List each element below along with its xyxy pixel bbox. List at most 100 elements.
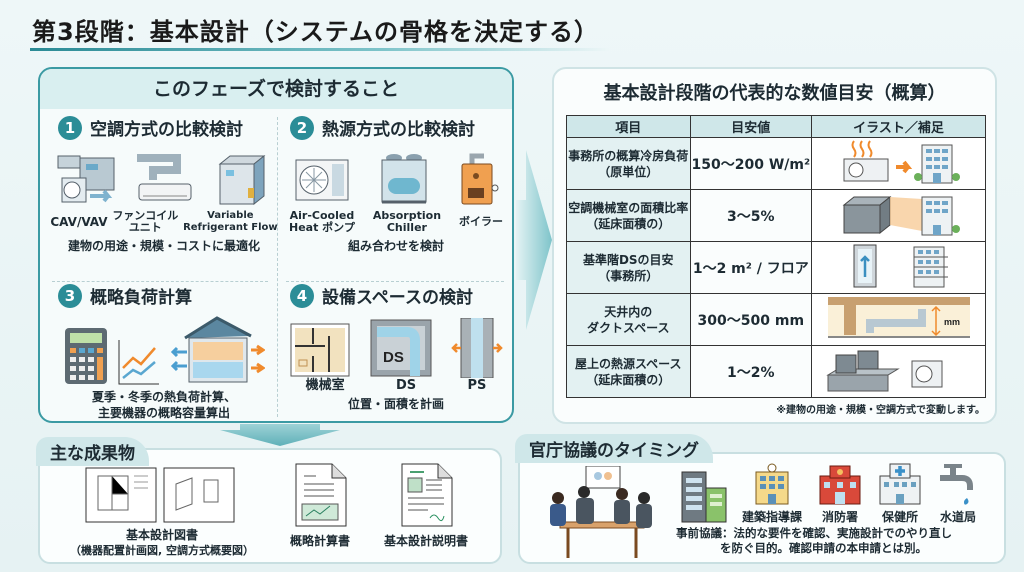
item-label: 天井内の — [604, 304, 653, 319]
hvac-label: ユニト — [128, 221, 162, 234]
fan-coil-unit-icon — [136, 154, 192, 201]
guideline-panel: 基本設計段階の代表的な数値目安（概算） 項目 目安値 イラスト／補足 事務所の概… — [552, 67, 997, 424]
title-underline — [30, 48, 610, 51]
floor-plan-icon — [290, 323, 350, 377]
ac-to-building-icon — [843, 140, 960, 184]
arrow-down-icon — [220, 424, 340, 446]
table-row: 空調機械室の面積比率（延床面積の） 3〜5% — [566, 189, 986, 242]
rooftop-units-icon — [825, 350, 943, 392]
step-number: 2 — [290, 115, 314, 140]
table-row: 事務所の概算冷房負荷（原単位） 150〜200 W/m² — [566, 137, 986, 190]
column-header: イラスト／補足 — [811, 115, 986, 138]
drawing-sheets-icon — [85, 467, 235, 523]
item-sub: （事務所） — [598, 268, 659, 283]
office-label: 保健所 — [881, 510, 918, 524]
deliverable-label: 基本設計図書 （機器配置計画図, 空調方式概要図） — [62, 528, 262, 558]
deliverable-title: 基本設計説明書 — [383, 534, 468, 548]
step-number: 3 — [58, 283, 82, 308]
note-line: を防ぐ目的。確認申請の本申請とは別。 — [720, 541, 927, 555]
vrf-outdoor-unit-icon — [218, 154, 266, 206]
office-label: 消防署 — [821, 510, 858, 524]
fire-station-icon — [819, 465, 861, 505]
government-title: 官庁協議のタイミング — [515, 434, 713, 463]
heat-source-label: Air-Cooled — [289, 209, 355, 222]
section-note: 建物の用途・規模・コストに最適化 — [67, 239, 260, 253]
deliverables-title: 主な成果物 — [36, 437, 149, 466]
heat-source-label: Chiller — [386, 221, 427, 234]
page-title: 第3段階：基本設計（システムの骨格を決定する） — [32, 18, 599, 46]
note-line: 事前協議：法的な要件を確認、実施設計でのやり直し — [676, 526, 952, 540]
section-equipment-space: 4 設備スペースの検討 DS 機械室 DS PS 位置・面積を計画 — [280, 279, 512, 421]
value-cell: 1〜2 m² / フロア — [689, 241, 813, 294]
space-label: PS — [467, 378, 487, 393]
divider — [52, 281, 268, 282]
step-number: 1 — [58, 115, 82, 140]
building-guidance-office-icon — [755, 463, 789, 505]
heat-source-label: ボイラー — [459, 215, 503, 228]
duct-shaft-icon: DS — [370, 319, 432, 377]
consider-title: このフェーズで検討すること — [40, 69, 512, 109]
section-note: 主要機器の概略容量算出 — [97, 406, 230, 420]
ceiling-duct-icon: mm — [827, 297, 970, 338]
value-cell: 300〜500 mm — [689, 293, 813, 346]
section-title: 概略負荷計算 — [90, 288, 192, 308]
step-number: 4 — [290, 283, 314, 308]
hvac-label: Refrigerant Flow — [183, 222, 278, 233]
section-title: 空調方式の比較検討 — [90, 120, 243, 140]
section-note: 組み合わせを検討 — [347, 239, 444, 253]
house-heat-flow-icon — [170, 316, 265, 383]
item-label: 基準階DSの目安 — [582, 252, 674, 267]
boiler-icon — [461, 153, 499, 205]
section-title: 設備スペースの検討 — [322, 288, 473, 308]
hvac-label: CAV/VAV — [50, 215, 108, 229]
deliverable-title: 基本設計図書 — [125, 528, 198, 542]
space-label: 機械室 — [305, 378, 345, 393]
section-title: 熱源方式の比較検討 — [322, 120, 475, 140]
item-sub: （延床面積の） — [586, 216, 671, 231]
office-label: 水道局 — [939, 510, 976, 524]
office-buildings-icon — [681, 471, 727, 523]
health-center-icon — [879, 463, 921, 505]
design-report-icon — [401, 463, 453, 527]
item-label: 空調機械室の面積比率 — [568, 200, 689, 215]
consider-panel: このフェーズで検討すること 1 空調方式の比較検討 CAV/VAV ファンコイルユ… — [38, 67, 514, 423]
absorption-chiller-icon — [381, 154, 427, 204]
calculator-icon — [65, 328, 107, 384]
hvac-label: ファンコイル — [112, 209, 179, 222]
heat-source-label: Absorption — [372, 209, 442, 222]
value-cell: 3〜5% — [689, 189, 813, 242]
water-bureau-faucet-icon — [940, 464, 973, 505]
table-row: 基準階DSの目安（事務所） 1〜2 m² / フロア — [566, 241, 986, 294]
value-cell: 1〜2% — [689, 345, 813, 398]
room-ratio-building-icon — [842, 195, 960, 236]
item-label: 事務所の概算冷房負荷 — [568, 148, 689, 163]
deliverable-sub: （機器配置計画図, 空調方式概要図） — [69, 544, 254, 557]
divider — [277, 117, 278, 417]
divider — [286, 281, 504, 282]
item-sub: （延床面積の） — [586, 372, 671, 387]
heat-pump-icon — [295, 159, 349, 201]
guideline-note: ※建物の用途・規模・空調方式で変動します。 — [776, 405, 985, 416]
air-handler-icon — [57, 155, 115, 203]
guideline-table: 項目 目安値 イラスト／補足 事務所の概算冷房負荷（原単位） 150〜200 W… — [566, 115, 986, 398]
deliverable-title: 概略計算書 — [289, 534, 350, 548]
table-row: 天井内のダクトスペース 300〜500 mm mm — [566, 293, 986, 346]
hvac-label: Variable — [207, 210, 254, 221]
office-label: 建築指導課 — [741, 510, 802, 524]
column-header: 項目 — [566, 115, 691, 138]
guideline-title: 基本設計段階の代表的な数値目安（概算） — [603, 83, 946, 104]
calculation-document-icon — [295, 463, 347, 527]
item-sub: （原単位） — [598, 164, 659, 179]
meeting-people-icon — [550, 466, 652, 558]
value-cell: 150〜200 W/m² — [689, 137, 813, 190]
shaft-floors-icon — [853, 244, 948, 288]
arrow-right-icon — [516, 150, 552, 330]
government-note: 事前協議：法的な要件を確認、実施設計でのやり直しを防ぐ目的。確認申請の本申請とは… — [676, 526, 952, 556]
ds-label: DS — [383, 349, 404, 366]
space-label: DS — [395, 378, 417, 393]
section-note: 位置・面積を計画 — [347, 397, 444, 411]
table-row: 屋上の熱源スペース（延床面積の） 1〜2% — [566, 345, 986, 398]
